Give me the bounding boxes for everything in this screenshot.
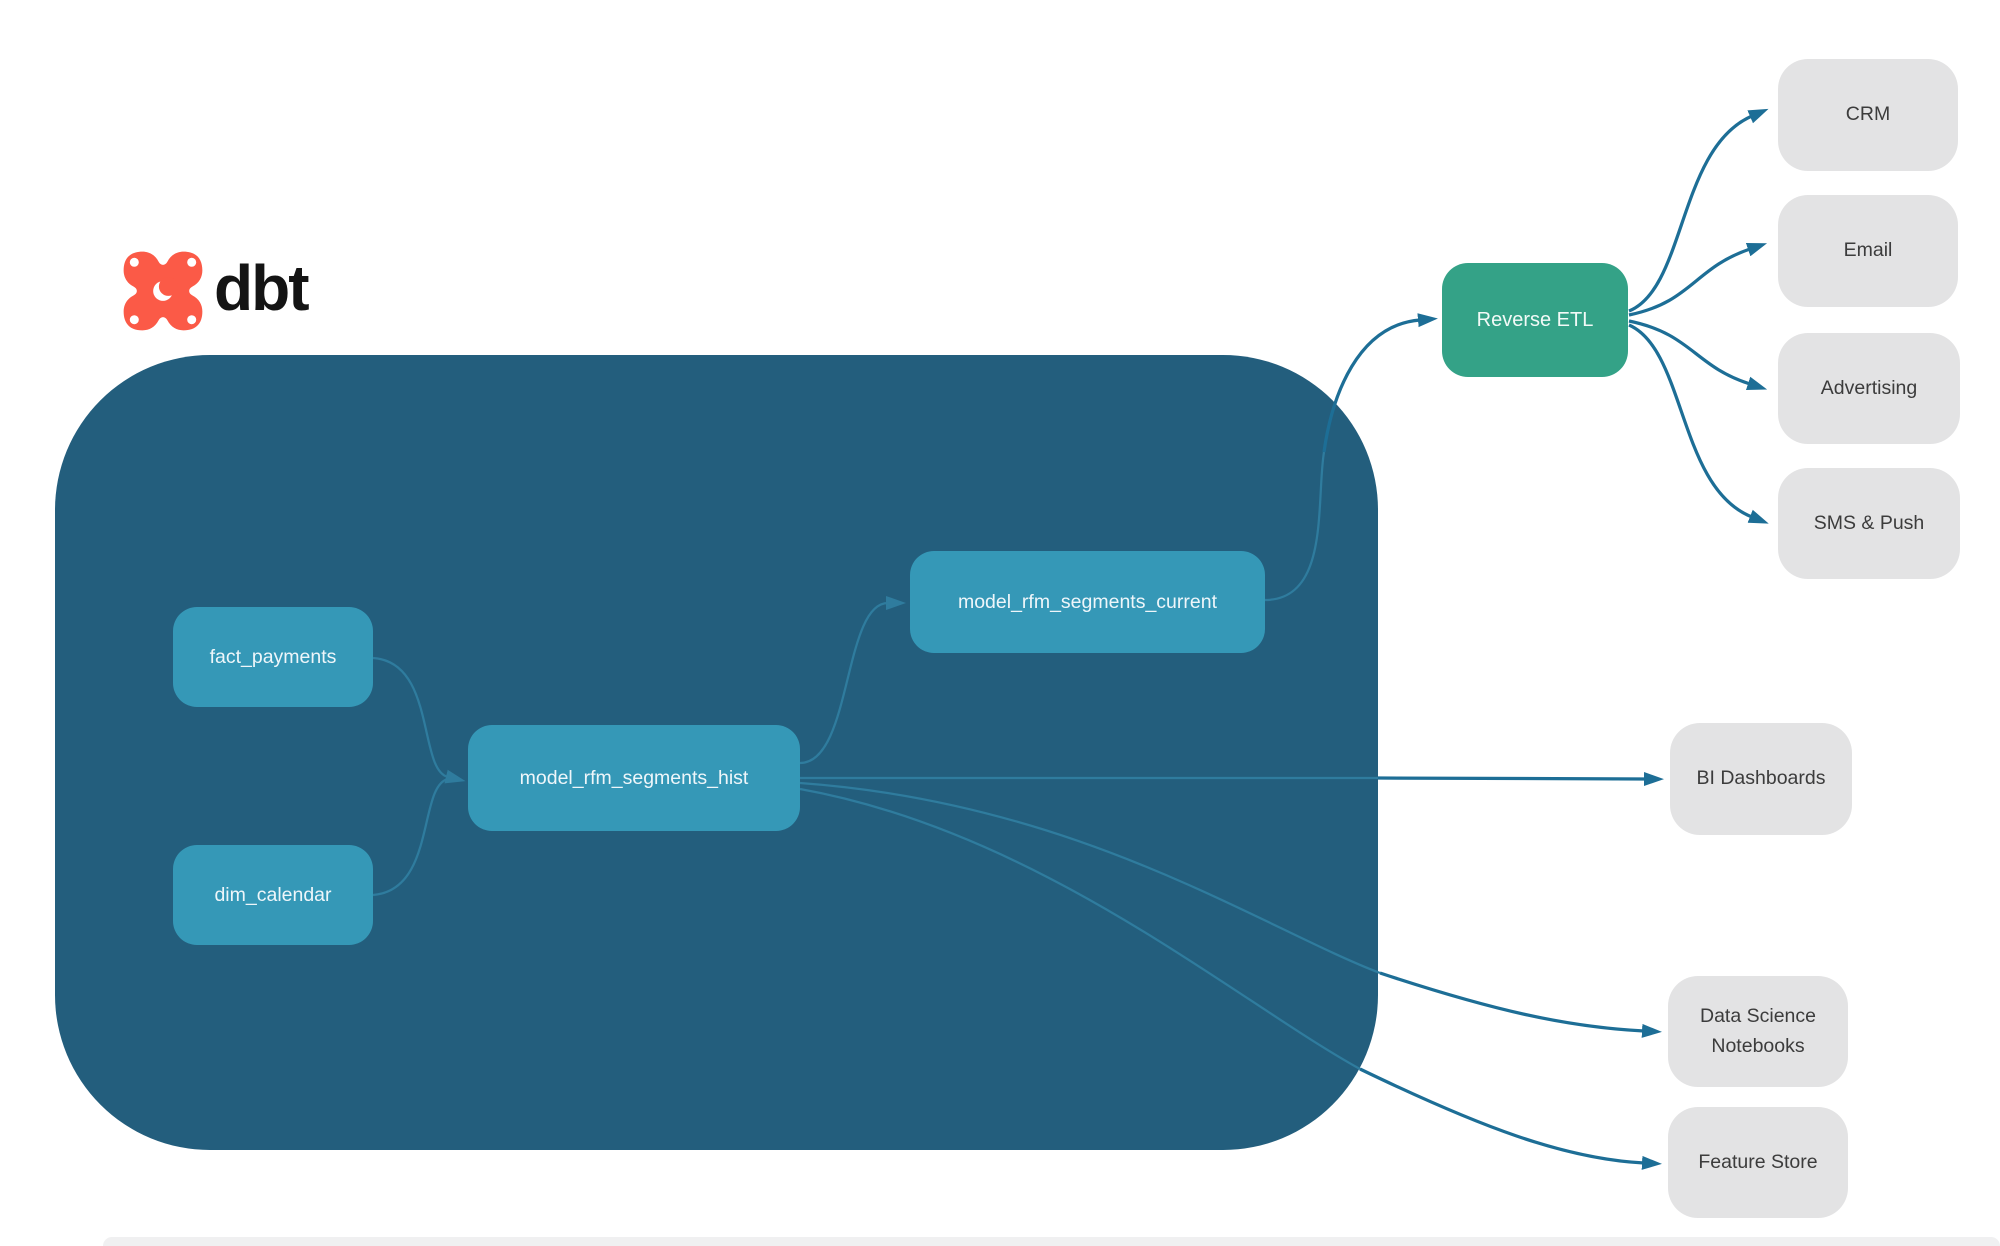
node-model-rfm-segments-current: model_rfm_segments_current (910, 551, 1265, 653)
node-crm: CRM (1778, 59, 1958, 171)
edge-reverse-etl-to-email (1628, 243, 1768, 317)
edge-hist-to-data-science-notebooks (1379, 971, 1662, 1038)
bottom-edge-strip (103, 1237, 2000, 1246)
node-label: model_rfm_segments_current (957, 590, 1218, 613)
edge-reverse-etl-to-crm (1628, 108, 1769, 313)
node-label: Advertising (1820, 376, 1918, 399)
node-label: fact_payments (209, 645, 337, 668)
node-label: Data Science Notebooks (1700, 1005, 1816, 1057)
node-label: SMS & Push (1813, 511, 1925, 534)
node-fact-payments: fact_payments (173, 607, 373, 707)
node-bi-dashboards: BI Dashboards (1670, 723, 1852, 835)
node-label: dim_calendar (214, 883, 332, 906)
node-label: CRM (1845, 103, 1891, 126)
edge-dim-calendar-to-hist (372, 777, 449, 897)
edge-hist-to-feature-store (1359, 1067, 1662, 1170)
edge-current-to-reverse-etl (1322, 313, 1438, 453)
node-dim-calendar: dim_calendar (173, 845, 373, 945)
dbt-logo-icon (122, 250, 204, 332)
node-advertising: Advertising (1778, 333, 1960, 444)
node-label: Feature Store (1698, 1150, 1818, 1173)
dbt-logo: dbt (122, 250, 309, 332)
node-label: Email (1843, 239, 1893, 262)
edge-current-to-reverse-etl-inside (1264, 451, 1326, 602)
edge-hist-to-bi-dashboards (1377, 771, 1664, 786)
edge-hist-to-feature-store-inside (799, 787, 1361, 1070)
node-label: model_rfm_segments_hist (519, 766, 749, 789)
node-email: Email (1778, 195, 1958, 307)
dbt-logo-wordmark: dbt (214, 252, 309, 324)
node-feature-store: Feature Store (1668, 1107, 1848, 1218)
node-model-rfm-segments-hist: model_rfm_segments_hist (468, 725, 800, 831)
node-reverse-etl: Reverse ETL (1442, 263, 1628, 377)
node-label: BI Dashboards (1696, 767, 1826, 790)
edge-hist-to-current (799, 596, 906, 765)
node-label: Reverse ETL (1476, 308, 1594, 331)
edge-reverse-etl-to-advertising (1628, 319, 1768, 391)
edge-hist-to-notebooks-inside (799, 781, 1381, 975)
edge-reverse-etl-to-sms-push (1628, 323, 1769, 524)
node-data-science-notebooks: Data Science Notebooks (1668, 976, 1848, 1087)
node-sms-push: SMS & Push (1778, 468, 1960, 579)
edge-fact-payments-to-hist (372, 656, 466, 784)
